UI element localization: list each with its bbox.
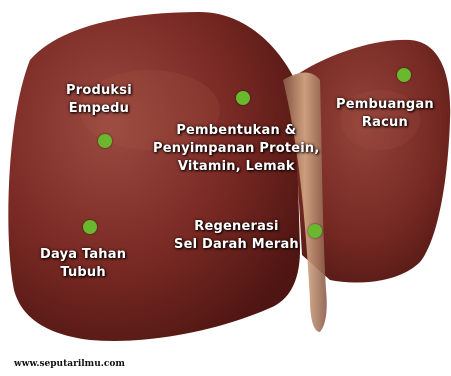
label-line: Vitamin, Lemak [153, 158, 320, 176]
label-line: Penyimpanan Protein, [153, 140, 320, 158]
label-line: Regenerasi [174, 218, 299, 236]
label-line: Produksi [66, 82, 132, 100]
label-daya-tahan: Daya Tahan Tubuh [40, 246, 126, 282]
label-line: Empedu [66, 100, 132, 118]
label-line: Pembentukan & [153, 122, 320, 140]
label-line: Racun [336, 114, 434, 132]
label-line: Daya Tahan [40, 246, 126, 264]
marker-regenerasi [308, 224, 322, 238]
marker-produksi-empedu [98, 134, 112, 148]
label-produksi-empedu: Produksi Empedu [66, 82, 132, 118]
marker-daya-tahan [83, 220, 97, 234]
liver-right-lobe [8, 12, 300, 341]
marker-pembentukan [236, 91, 250, 105]
label-line: Sel Darah Merah [174, 236, 299, 254]
label-pembentukan: Pembentukan & Penyimpanan Protein, Vitam… [153, 122, 320, 176]
label-regenerasi: Regenerasi Sel Darah Merah [174, 218, 299, 254]
marker-pembuangan-racun [397, 68, 411, 82]
label-pembuangan-racun: Pembuangan Racun [336, 96, 434, 132]
watermark: www.seputarilmu.com [14, 359, 125, 369]
label-line: Tubuh [40, 264, 126, 282]
label-line: Pembuangan [336, 96, 434, 114]
